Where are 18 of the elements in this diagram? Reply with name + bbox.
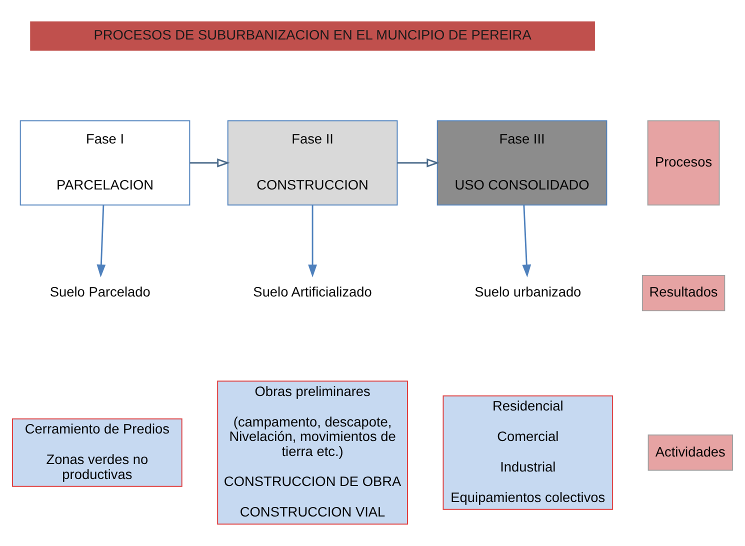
node-text: Suelo urbanizado: [474, 284, 582, 300]
node-box: Fase III USO CONSOLIDADO: [436, 120, 608, 206]
node-box: Fase I PARCELACION: [20, 120, 190, 206]
arrow: [397, 158, 440, 168]
node-box: Resultados: [642, 274, 726, 312]
arrow: [96, 205, 106, 278]
arrow: [190, 158, 230, 168]
node-text: Suelo Parcelado: [50, 284, 150, 300]
node-box: Fase II CONSTRUCCION: [227, 120, 398, 206]
node-box: Procesos: [647, 120, 720, 206]
arrow: [308, 205, 317, 278]
node-box: Residencial Comercial Industrial Equipamientos colectivos: [442, 395, 614, 510]
node-box: PROCESOS DE SUBURBANIZACION EN EL MUNCIPIO DE PEREIRA: [30, 21, 595, 51]
node-box: Cerramiento de Predios Zonas verdes no productivas: [12, 418, 182, 487]
arrow: [522, 205, 532, 278]
node-box: Obras preliminares (campamento, descapote, Nivelación, movimientos de tierra etc.) CONSTRUCCION DE OBRA CONSTRUCCION VIAL: [217, 380, 408, 525]
node-text: Suelo Artificializado: [253, 284, 372, 300]
node-box: Actividades: [648, 434, 733, 471]
